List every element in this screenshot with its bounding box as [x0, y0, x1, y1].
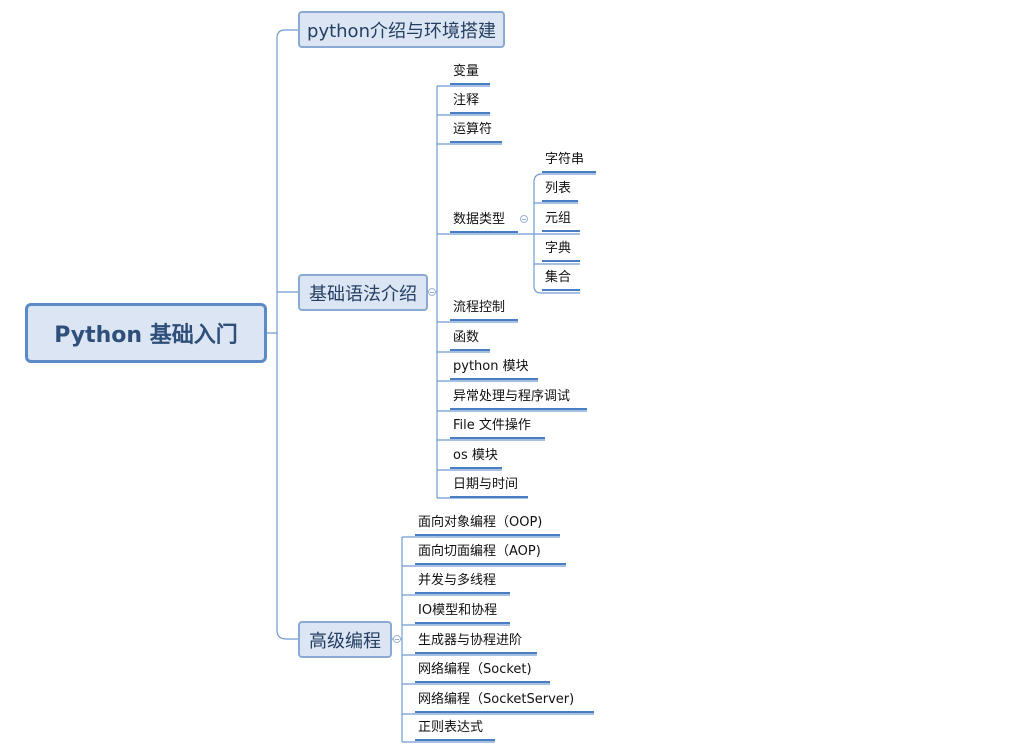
subtopic-io-model[interactable]: IO模型和协程	[415, 601, 510, 624]
subtopic-os-module[interactable]: os 模块	[450, 446, 502, 469]
subtopic-oop[interactable]: 面向对象编程（OOP)	[415, 513, 560, 536]
subtopic-aop[interactable]: 面向切面编程（AOP)	[415, 542, 566, 565]
subtopic-python-modules[interactable]: python 模块	[450, 357, 538, 380]
datatype-set[interactable]: 集合	[542, 268, 580, 291]
datatype-list[interactable]: 列表	[542, 179, 578, 202]
subtopic-data-types[interactable]: 数据类型	[450, 210, 518, 233]
datatype-dict[interactable]: 字典	[542, 239, 580, 262]
subtopic-variables[interactable]: 变量	[450, 62, 490, 85]
subtopic-generators[interactable]: 生成器与协程进阶	[415, 631, 537, 654]
subtopic-socket[interactable]: 网络编程（Socket)	[415, 660, 550, 683]
collapse-toggle-icon[interactable]	[393, 635, 401, 643]
collapse-toggle-icon[interactable]	[520, 215, 528, 223]
subtopic-concurrency[interactable]: 并发与多线程	[415, 571, 510, 594]
collapse-toggle-icon[interactable]	[428, 288, 436, 296]
branch-python-intro[interactable]: python介绍与环境搭建	[298, 11, 505, 48]
root-topic[interactable]: Python 基础入门	[25, 303, 267, 363]
subtopic-exception-debugging[interactable]: 异常处理与程序调试	[450, 387, 587, 410]
subtopic-regex[interactable]: 正则表达式	[415, 718, 495, 741]
subtopic-operators[interactable]: 运算符	[450, 120, 502, 143]
subtopic-date-time[interactable]: 日期与时间	[450, 475, 528, 498]
branch-basic-syntax[interactable]: 基础语法介绍	[298, 274, 428, 311]
subtopic-comments[interactable]: 注释	[450, 91, 490, 114]
subtopic-functions[interactable]: 函数	[450, 328, 490, 351]
branch-advanced-programming[interactable]: 高级编程	[298, 621, 392, 658]
datatype-string[interactable]: 字符串	[542, 150, 596, 173]
datatype-tuple[interactable]: 元组	[542, 209, 580, 232]
subtopic-flow-control[interactable]: 流程控制	[450, 298, 518, 321]
subtopic-file-operations[interactable]: File 文件操作	[450, 416, 545, 439]
subtopic-socketserver[interactable]: 网络编程（SocketServer)	[415, 690, 594, 713]
